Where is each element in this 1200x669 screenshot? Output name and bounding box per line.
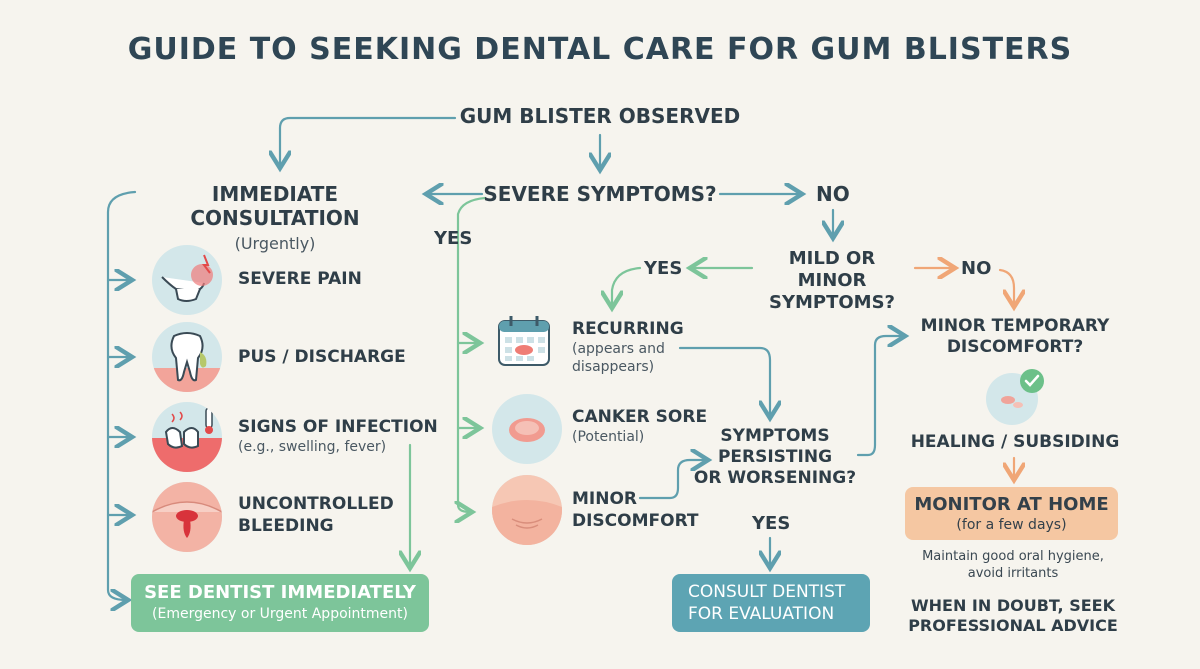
immediate-subtitle: (Urgently) — [234, 234, 316, 253]
bleeding-line1: UNCONTROLLED — [238, 494, 394, 514]
persist-line3: OR WORSENING? — [693, 468, 857, 488]
arrow-no-to-minor-temp — [998, 268, 1014, 305]
minor-temp-line1: MINOR TEMPORARY — [920, 316, 1110, 336]
canker-sore-icon — [492, 394, 562, 464]
minor-temp-question: MINOR TEMPORARY DISCOMFORT? — [905, 316, 1125, 358]
monitor-box: MONITOR AT HOME (for a few days) — [905, 487, 1118, 540]
arrow-left-spine — [106, 190, 137, 600]
calendar-icon — [496, 313, 552, 369]
yes-persist-label: YES — [752, 513, 791, 534]
urgent-item-infection: SIGNS OF INFECTION (e.g., swelling, feve… — [238, 416, 438, 456]
infection-sub: (e.g., swelling, fever) — [238, 439, 387, 455]
arrow-persist-to-minor-temp — [856, 336, 903, 457]
no-mild-label: NO — [961, 258, 992, 279]
persist-question: SYMPTOMS PERSISTING OR WORSENING? — [690, 426, 860, 489]
infection-icon — [152, 402, 222, 472]
consult-box: CONSULT DENTIST FOR EVALUATION — [672, 574, 870, 632]
hygiene-line2: avoid irritants — [967, 566, 1059, 581]
consult-line2: FOR EVALUATION — [688, 604, 835, 624]
mild-item-recurring: RECURRING (appears and disappears) — [572, 318, 684, 376]
consult-line1: CONSULT DENTIST — [688, 582, 846, 602]
start-node: GUM BLISTER OBSERVED — [459, 104, 741, 128]
canker-label: CANKER SORE — [572, 407, 708, 427]
urgent-item-severe-pain: SEVERE PAIN — [238, 269, 362, 289]
yes-severe-label: YES — [434, 228, 473, 249]
canker-sub: (Potential) — [572, 429, 645, 445]
recurring-sub2: disappears) — [572, 359, 655, 375]
hygiene-note: Maintain good oral hygiene, avoid irrita… — [895, 548, 1131, 582]
severe-question: SEVERE SYMPTOMS? — [483, 182, 717, 206]
mild-line2: SYMPTOMS? — [769, 292, 895, 313]
bleeding-line2: BLEEDING — [238, 516, 334, 536]
bleeding-icon — [152, 482, 222, 552]
immediate-consultation: IMMEDIATE CONSULTATION (Urgently) — [130, 182, 420, 253]
page-title: GUIDE TO SEEKING DENTAL CARE FOR GUM BLI… — [127, 32, 1073, 67]
arrow-minor-to-persist — [638, 460, 706, 500]
mild-item-canker: CANKER SORE (Potential) — [572, 406, 707, 446]
monitor-title: MONITOR AT HOME — [914, 494, 1109, 515]
persist-line2: PERSISTING — [717, 447, 833, 467]
hygiene-line1: Maintain good oral hygiene, — [922, 549, 1104, 564]
minor-temp-line2: DISCOMFORT? — [946, 337, 1084, 357]
mild-question: MILD OR MINOR SYMPTOMS? — [752, 248, 912, 314]
see-dentist-subtitle: (Emergency or Urgent Appointment) — [152, 606, 408, 622]
healing-label: HEALING / SUBSIDING — [910, 432, 1120, 452]
arrow-start-to-immediate — [280, 116, 457, 166]
advice-note: WHEN IN DOUBT, SEEK PROFESSIONAL ADVICE — [895, 596, 1131, 636]
no-severe-label: NO — [816, 182, 850, 206]
monitor-subtitle: (for a few days) — [956, 517, 1067, 533]
mild-item-minor: MINOR DISCOMFORT — [572, 488, 699, 532]
advice-line1: WHEN IN DOUBT, SEEK — [911, 596, 1115, 615]
arrow-yes-branch — [458, 196, 487, 512]
see-dentist-title: SEE DENTIST IMMEDIATELY — [144, 582, 416, 603]
tooth-discharge-icon — [152, 322, 222, 392]
recurring-sub1: (appears and — [572, 341, 665, 357]
minor-line2: DISCOMFORT — [572, 511, 699, 531]
arrow-recurring-to-persist — [678, 346, 770, 416]
mild-line1: MILD OR MINOR — [788, 248, 876, 291]
healing-icon — [984, 367, 1050, 427]
yes-mild-label: YES — [644, 258, 683, 279]
advice-line2: PROFESSIONAL ADVICE — [908, 616, 1118, 635]
gum-discomfort-icon — [492, 475, 562, 545]
recurring-label: RECURRING — [572, 319, 684, 339]
urgent-item-bleeding: UNCONTROLLED BLEEDING — [238, 493, 394, 537]
see-dentist-box: SEE DENTIST IMMEDIATELY (Emergency or Ur… — [131, 574, 429, 632]
persist-line1: SYMPTOMS — [720, 426, 830, 446]
immediate-title: IMMEDIATE CONSULTATION — [190, 182, 360, 230]
jaw-pain-icon — [152, 245, 222, 315]
urgent-item-pus: PUS / DISCHARGE — [238, 347, 406, 367]
minor-line1: MINOR — [572, 489, 638, 509]
arrow-yes-to-recurring — [612, 266, 642, 306]
infection-label: SIGNS OF INFECTION — [238, 417, 438, 437]
